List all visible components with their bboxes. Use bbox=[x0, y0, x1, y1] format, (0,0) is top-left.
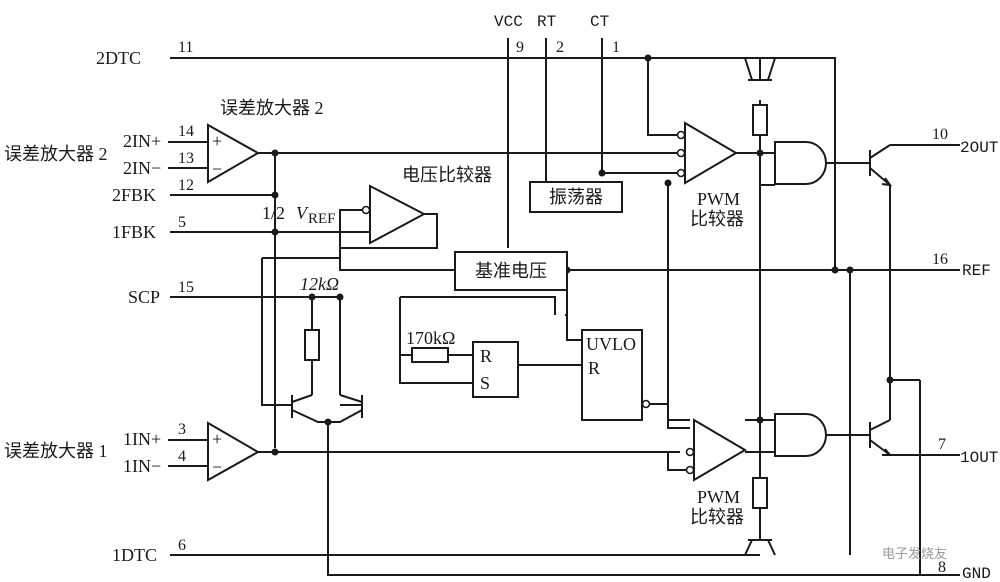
rt-name: RT bbox=[537, 13, 556, 31]
svg-text:12kΩ: 12kΩ bbox=[300, 274, 339, 294]
svg-text:R: R bbox=[588, 358, 600, 378]
resistor-170k bbox=[411, 347, 449, 363]
svg-text:12: 12 bbox=[178, 177, 194, 194]
gnd-name: GND bbox=[962, 565, 991, 582]
svg-text:+: + bbox=[212, 131, 222, 151]
inner-labels: 电压比较器 1/2 V REF 12kΩ 170kΩ PWM 比较器 PWM 比… bbox=[262, 165, 744, 527]
watermark: 电子发烧友 bbox=[882, 546, 947, 562]
svg-text:V: V bbox=[296, 203, 309, 223]
svg-text:5: 5 bbox=[178, 214, 186, 231]
svg-text:S: S bbox=[480, 373, 490, 393]
transistor-1out bbox=[869, 419, 893, 456]
svg-text:1/2: 1/2 bbox=[262, 203, 285, 223]
svg-text:8: 8 bbox=[938, 559, 946, 576]
svg-text:1: 1 bbox=[612, 39, 620, 56]
svg-text:7: 7 bbox=[938, 436, 946, 453]
ct-name: CT bbox=[590, 13, 609, 31]
rs-latch-block bbox=[472, 341, 519, 398]
svg-text:−: − bbox=[212, 457, 222, 477]
svg-text:16: 16 bbox=[932, 251, 948, 268]
svg-text:3: 3 bbox=[178, 421, 186, 438]
pwm-comparator-upper bbox=[676, 121, 738, 185]
2dtc-name: 2DTC bbox=[96, 48, 141, 68]
svg-text:15: 15 bbox=[178, 279, 194, 296]
svg-text:2IN+: 2IN+ bbox=[123, 131, 161, 151]
svg-text:PWM: PWM bbox=[697, 487, 740, 507]
svg-text:+: + bbox=[212, 429, 222, 449]
resistor-12k bbox=[304, 329, 320, 361]
svg-text:9: 9 bbox=[516, 39, 524, 56]
svg-text:13: 13 bbox=[178, 150, 194, 167]
pin-labels-left: 2DTC 11 误差放大器 2 误差放大器 2 2IN+ 14 2IN− 13 … bbox=[4, 39, 324, 565]
junctions bbox=[271, 54, 894, 456]
svg-text:比较器: 比较器 bbox=[690, 507, 744, 527]
pin-labels-top: VCC RT CT 9 2 1 bbox=[494, 13, 620, 56]
svg-text:比较器: 比较器 bbox=[690, 209, 744, 229]
svg-text:1IN−: 1IN− bbox=[123, 456, 161, 476]
svg-text:170kΩ: 170kΩ bbox=[406, 328, 455, 348]
ref-name: REF bbox=[962, 262, 991, 280]
transistor-scp-pair bbox=[291, 394, 363, 423]
voltage-comparator-label: 电压比较器 bbox=[402, 165, 492, 185]
wire-2dtc bbox=[170, 57, 836, 270]
1out-name: 1OUT bbox=[960, 449, 998, 467]
2out-name: 2OUT bbox=[960, 139, 998, 157]
and-gate-lower bbox=[774, 413, 827, 457]
voltage-comparator bbox=[361, 184, 427, 245]
reference-label: 基准电压 bbox=[475, 261, 547, 281]
oscillator-block bbox=[529, 181, 623, 213]
resistor-lower bbox=[752, 477, 768, 509]
uvlo-label: UVLO bbox=[586, 334, 636, 354]
pwm-comparator-lower bbox=[685, 418, 747, 482]
wire-ref bbox=[339, 248, 455, 271]
svg-text:1FBK: 1FBK bbox=[112, 222, 156, 242]
svg-text:PWM: PWM bbox=[697, 189, 740, 209]
svg-text:SCP: SCP bbox=[128, 287, 160, 307]
svg-text:10: 10 bbox=[932, 126, 948, 143]
transistor-2out bbox=[869, 144, 893, 187]
pin-labels-right: 10 2OUT 16 REF 7 1OUT 8 GND bbox=[932, 126, 998, 582]
svg-text:−: − bbox=[212, 159, 222, 179]
transistor-dtc-lower bbox=[744, 539, 776, 556]
svg-text:2: 2 bbox=[556, 39, 564, 56]
svg-text:REF: REF bbox=[308, 211, 336, 227]
uvlo-block bbox=[581, 329, 643, 421]
svg-text:11: 11 bbox=[178, 39, 193, 56]
svg-text:1DTC: 1DTC bbox=[112, 545, 157, 565]
error-amplifier-1: + − bbox=[207, 421, 261, 482]
vcc-name: VCC bbox=[494, 13, 523, 31]
wires bbox=[168, 38, 960, 576]
reference-block bbox=[454, 251, 568, 291]
svg-text:R: R bbox=[480, 346, 492, 366]
svg-text:4: 4 bbox=[178, 448, 186, 465]
erramp1-side: 误差放大器 1 bbox=[4, 441, 108, 461]
svg-text:2FBK: 2FBK bbox=[112, 185, 156, 205]
svg-text:1IN+: 1IN+ bbox=[123, 429, 161, 449]
svg-text:14: 14 bbox=[178, 123, 194, 140]
svg-text:2IN−: 2IN− bbox=[123, 158, 161, 178]
resistor-upper bbox=[752, 104, 768, 136]
svg-text:6: 6 bbox=[178, 537, 186, 554]
oscillator-label: 振荡器 bbox=[549, 187, 603, 207]
erramp2-side: 误差放大器 2 bbox=[4, 144, 108, 164]
transistor-dtc-upper bbox=[744, 57, 776, 81]
erramp2-title: 误差放大器 2 bbox=[220, 98, 324, 118]
and-gate-upper bbox=[774, 141, 827, 185]
error-amplifier-2: + − bbox=[207, 123, 261, 184]
